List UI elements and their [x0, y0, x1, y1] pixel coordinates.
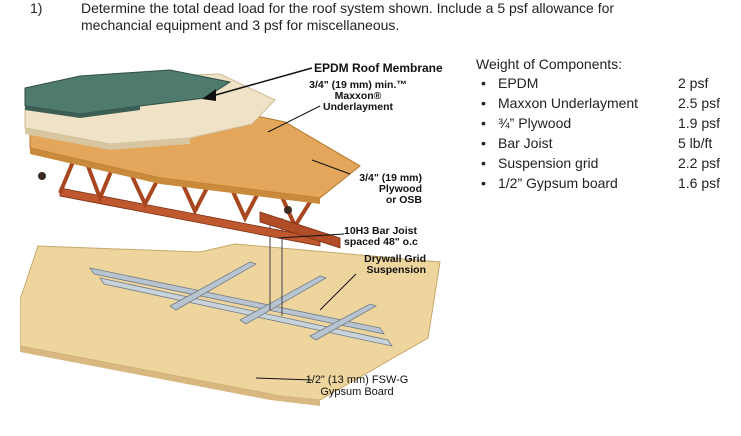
- weight-row-maxxon: • Maxxon Underlayment 2.5 psf: [476, 94, 736, 114]
- gypsum-label-line1: 1/2" (13 mm) FSW-G: [305, 374, 409, 386]
- problem-number: 1): [30, 0, 43, 16]
- weight-row-gypsum: • 1/2” Gypsum board 1.6 psf: [476, 174, 736, 194]
- component-weight: 2 psf: [678, 75, 709, 91]
- gypsum-label-line2: Gypsum Board: [320, 386, 394, 398]
- bullet: •: [481, 175, 486, 191]
- epdm-membrane-edge: [25, 106, 140, 118]
- grid-label-line2: Suspension: [366, 264, 426, 276]
- plywood-label-line2: Plywood: [378, 183, 422, 195]
- weight-row-epdm: • EPDM 2 psf: [476, 74, 736, 94]
- weight-row-bar-joist: • Bar Joist 5 lb/ft: [476, 134, 736, 154]
- maxxon-label: 3/4" (19 mm) min.™ Maxxon® Underlayment: [305, 80, 411, 113]
- component-name: ¾” Plywood: [498, 115, 572, 131]
- grid-label-line1: Drywall Grid: [364, 253, 426, 265]
- roof-assembly-illustration: [20, 67, 441, 406]
- epdm-arrowhead: [202, 89, 216, 101]
- component-name: EPDM: [498, 75, 539, 91]
- plywood-edge: [30, 148, 320, 204]
- problem-line-1: Determine the total dead load for the ro…: [81, 0, 615, 16]
- component-name: 1/2” Gypsum board: [498, 175, 618, 191]
- bullet: •: [481, 95, 486, 111]
- gypsum-board-edge: [20, 346, 320, 406]
- grid-label: Drywall Grid Suspension: [344, 254, 426, 276]
- joist-label: 10H3 Bar Joist spaced 48" o.c: [344, 226, 444, 248]
- component-name: Maxxon Underlayment: [498, 95, 639, 111]
- weights-list: Weight of Components: • EPDM 2 psf • Max…: [476, 55, 736, 194]
- drywall-grid-suspension: [89, 216, 393, 347]
- epdm-label: EPDM Roof Membrane: [314, 61, 443, 75]
- component-name: Suspension grid: [498, 155, 599, 171]
- grid-leader: [319, 273, 357, 311]
- problem-line-2: mechancial equipment and 3 psf for misce…: [81, 17, 400, 33]
- joist-label-line2: spaced 48" o.c: [344, 236, 418, 248]
- roof-system-figure: EPDM Roof Membrane 3/4" (19 mm) min.™ Ma…: [20, 48, 470, 408]
- maxxon-leader: [267, 105, 321, 133]
- bullet: •: [481, 155, 486, 171]
- component-weight: 1.9 psf: [678, 115, 721, 131]
- component-weight: 5 lb/ft: [678, 135, 713, 151]
- plywood-leader: [311, 159, 351, 175]
- plywood-label: 3/4" (19 mm) Plywood or OSB: [340, 173, 422, 206]
- plywood-label-line1: 3/4" (19 mm): [359, 172, 422, 184]
- component-weight: 1.6 psf: [678, 175, 721, 191]
- bullet: •: [481, 135, 486, 151]
- component-name: Bar Joist: [498, 135, 553, 151]
- bullet: •: [481, 115, 486, 131]
- weight-row-suspension-grid: • Suspension grid 2.2 psf: [476, 154, 736, 174]
- plywood-label-line3: or OSB: [385, 194, 422, 206]
- epdm-leader: [211, 67, 313, 97]
- component-weight: 2.2 psf: [678, 155, 721, 171]
- problem-text: Determine the total dead load for the ro…: [81, 0, 731, 34]
- maxxon-label-line2: Maxxon®: [334, 90, 382, 102]
- maxxon-label-line1: 3/4" (19 mm) min.™: [309, 79, 407, 91]
- underlayment-edge: [25, 128, 190, 150]
- gypsum-leader: [255, 377, 313, 381]
- gypsum-label: 1/2" (13 mm) FSW-G Gypsum Board: [282, 374, 432, 398]
- bullet: •: [481, 75, 486, 91]
- maxxon-label-line3: Underlayment: [322, 101, 394, 113]
- weights-title: Weight of Components:: [476, 56, 623, 72]
- component-weight: 2.5 psf: [678, 95, 721, 111]
- joist-label-line1: 10H3 Bar Joist: [344, 225, 417, 237]
- weight-row-plywood: • ¾” Plywood 1.9 psf: [476, 114, 736, 134]
- joist-leader: [277, 233, 345, 239]
